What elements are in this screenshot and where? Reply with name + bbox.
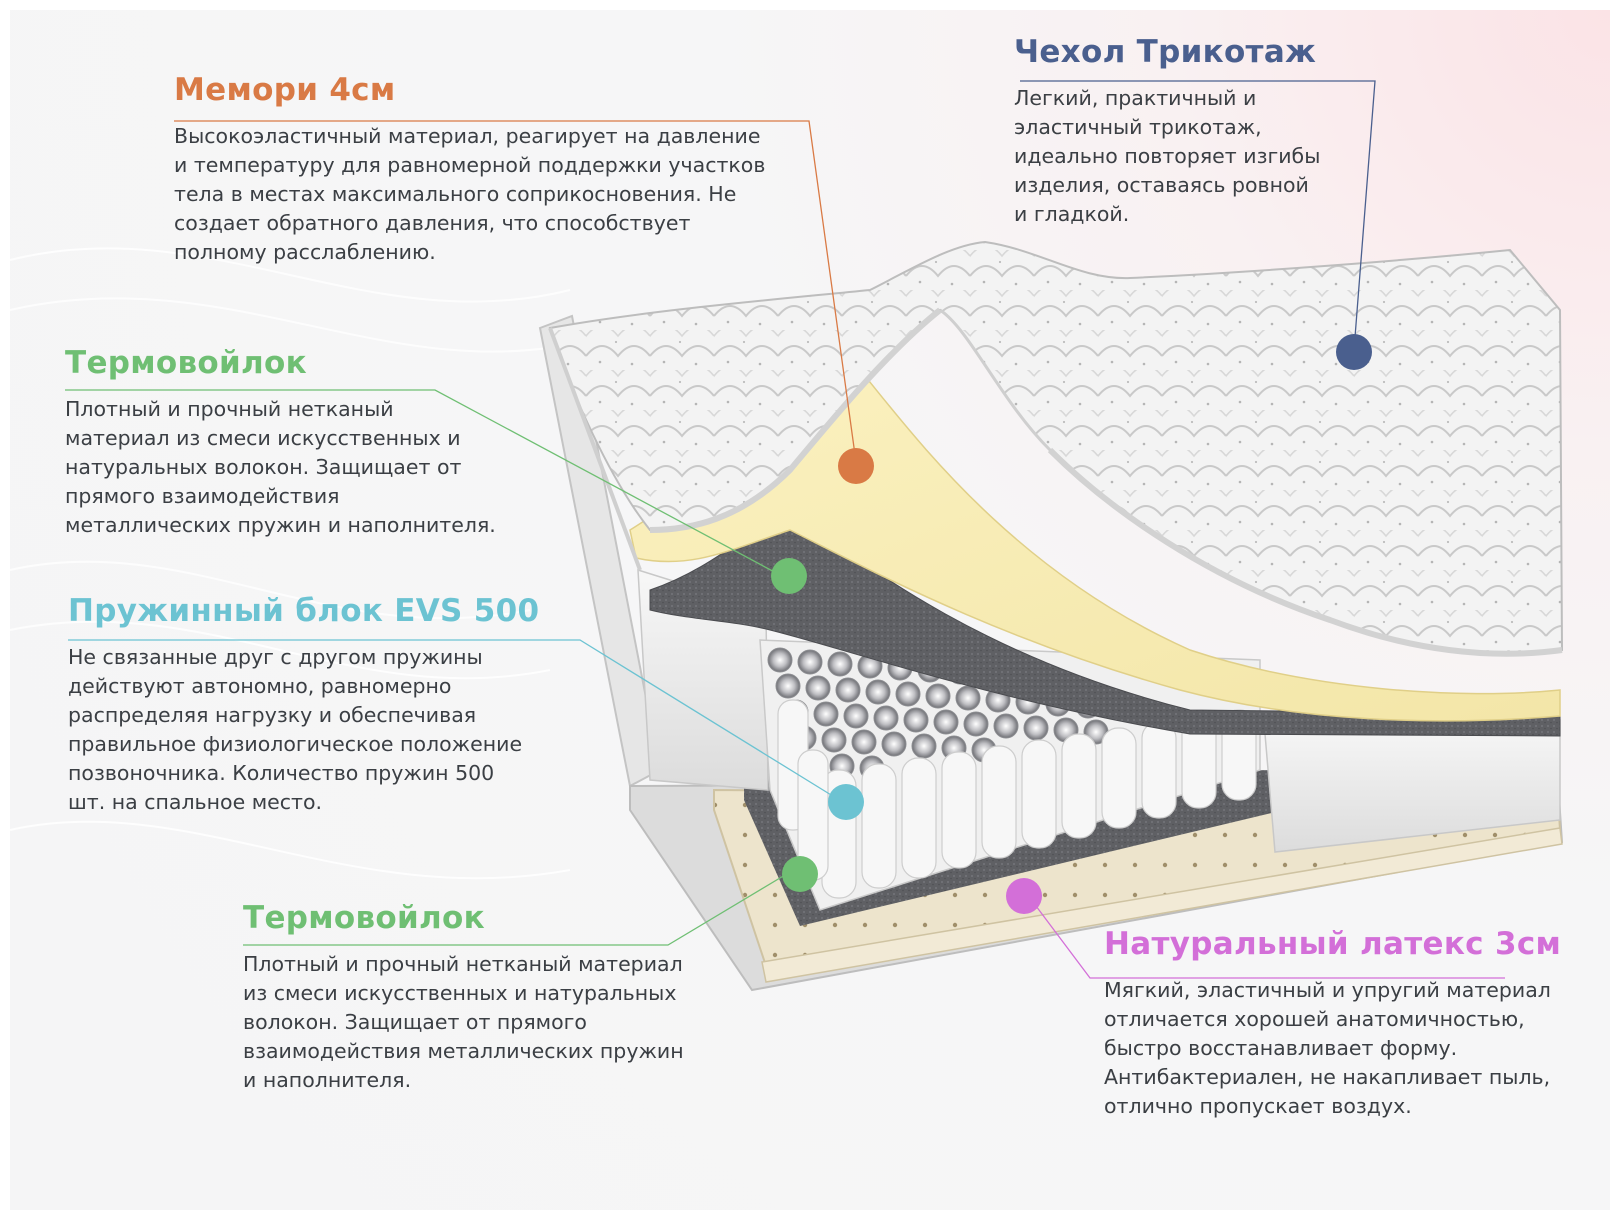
mattress-infographic: Мемори 4см Высокоэластичный материал, ре… <box>10 10 1610 1210</box>
cover-marker-dot <box>1336 334 1372 370</box>
mattress-illustration <box>10 80 1564 992</box>
latex-leader-line <box>1029 897 1505 979</box>
felt-top-leader-line <box>65 389 781 576</box>
memory-marker-dot <box>838 448 874 484</box>
felt-bottom-leader-line <box>243 871 791 946</box>
latex-callout: Натуральный латекс 3см Мягкий, эластичны… <box>1104 926 1584 1121</box>
cover-title: Чехол Трикотаж <box>1014 34 1317 70</box>
felt-bottom-description: Плотный и прочный нетканый материал из с… <box>243 952 684 1092</box>
latex-marker-dot <box>1006 878 1042 914</box>
felt-top-title: Термовойлок <box>65 345 307 381</box>
memory-leader-line <box>174 120 857 463</box>
spring-description: Не связанные друг с другом пружины дейст… <box>68 645 523 814</box>
cover-callout: Чехол Трикотаж Легкий, практичный и элас… <box>1014 34 1354 229</box>
memory-callout: Мемори 4см Высокоэластичный материал, ре… <box>174 72 794 267</box>
felt-top-description: Плотный и прочный нетканый материал из с… <box>65 397 496 537</box>
spring-marker-dot <box>828 784 864 820</box>
memory-title: Мемори 4см <box>174 72 396 108</box>
memory-description: Высокоэластичный материал, реагирует на … <box>174 124 766 264</box>
spring-leader-line <box>68 639 837 799</box>
spring-title: Пружинный блок EVS 500 <box>68 593 540 629</box>
cover-description: Легкий, практичный и эластичный трикотаж… <box>1014 86 1321 226</box>
cover-leader-line <box>1020 80 1376 351</box>
felt-bottom-title: Термовойлок <box>243 900 485 936</box>
felt-bottom-marker-dot <box>782 856 818 892</box>
felt-top-callout: Термовойлок Плотный и прочный нетканый м… <box>65 345 505 540</box>
felt-bottom-callout: Термовойлок Плотный и прочный нетканый м… <box>243 900 703 1095</box>
felt-top-marker-dot <box>771 558 807 594</box>
latex-description: Мягкий, эластичный и упругий материал от… <box>1104 978 1551 1118</box>
latex-title: Натуральный латекс 3см <box>1104 926 1562 962</box>
spring-callout: Пружинный блок EVS 500 Не связанные друг… <box>68 593 548 817</box>
